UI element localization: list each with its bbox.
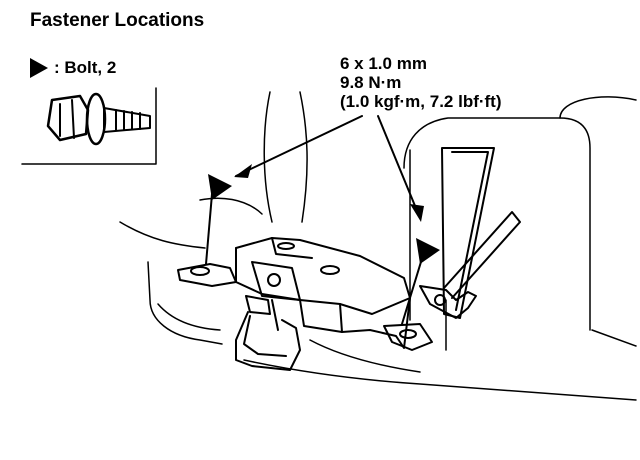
leader-lines — [205, 115, 425, 325]
striker-bracket — [419, 147, 521, 319]
trunk-lid-body — [119, 91, 637, 401]
torque-alt: (1.0 kgf·m, 7.2 lbf·ft) — [340, 92, 502, 111]
bolt-marker-icon — [208, 174, 232, 200]
latch-assembly — [177, 237, 433, 371]
leader-arrowhead-right — [410, 204, 424, 222]
bolt-size: 6 x 1.0 mm — [340, 54, 427, 73]
bolt-marker-icon — [416, 238, 440, 264]
diagram-title: Fastener Locations — [30, 10, 205, 31]
bolt-inset-frame — [21, 87, 157, 165]
bolt-legend: : Bolt, 2 — [30, 58, 116, 78]
bolt-icon — [46, 92, 151, 146]
bolt-marker-icon — [30, 58, 48, 78]
leader-arrowhead-left — [234, 164, 252, 178]
torque-nm: 9.8 N·m — [340, 73, 402, 92]
bolt-legend-label: : Bolt, 2 — [54, 58, 117, 77]
torque-spec: 6 x 1.0 mm 9.8 N·m (1.0 kgf·m, 7.2 lbf·f… — [340, 54, 502, 111]
